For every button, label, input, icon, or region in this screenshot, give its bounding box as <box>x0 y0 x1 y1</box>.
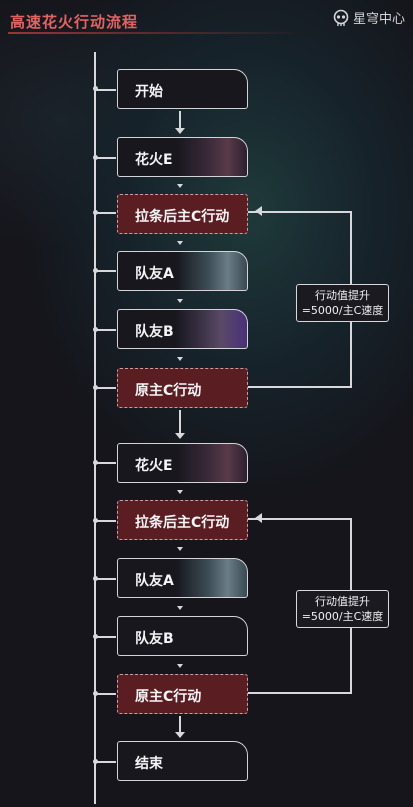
node-ally-b[interactable]: 队友B <box>117 309 248 349</box>
node-main-c-original[interactable]: 原主C行动 <box>117 368 248 408</box>
node-sparkle-e[interactable]: 花火E <box>117 443 248 483</box>
node-label: 队友A <box>135 573 174 589</box>
timeline-connector <box>96 578 116 580</box>
node-label: 花火E <box>135 152 173 168</box>
timeline-connector <box>96 387 116 389</box>
node-label: 花火E <box>135 458 173 474</box>
arrow-shaft <box>179 716 181 733</box>
arrow-shaft <box>179 111 181 129</box>
node-label: 队友B <box>135 631 174 647</box>
node-label: 拉条后主C行动 <box>135 515 230 531</box>
timeline-tick <box>93 518 98 523</box>
loop-annotation: 行动值提升 =5000/主C速度 <box>296 284 389 322</box>
timeline-connector <box>96 636 116 638</box>
loop-arrow-head-icon <box>255 513 262 523</box>
node-label: 结束 <box>135 756 163 772</box>
node-ally-a[interactable]: 队友A <box>117 558 248 598</box>
small-arrow-icon <box>177 241 183 245</box>
timeline-tick <box>93 268 98 273</box>
timeline-tick <box>93 576 98 581</box>
page-title: 高速花火行动流程 <box>10 13 139 31</box>
node-end[interactable]: 结束 <box>117 741 248 781</box>
timeline-tick <box>93 385 98 390</box>
small-arrow-icon <box>177 664 183 668</box>
node-label: 队友B <box>135 324 174 340</box>
small-arrow-icon <box>177 299 183 303</box>
timeline-connector <box>96 212 116 214</box>
timeline-connector <box>96 761 116 763</box>
timeline-connector <box>96 462 116 464</box>
timeline-connector <box>96 520 116 522</box>
loop-annotation-line2: =5000/主C速度 <box>301 610 384 623</box>
timeline-spine <box>94 52 96 804</box>
title-underline <box>8 32 308 34</box>
timeline-connector <box>96 157 116 159</box>
node-main-c-original[interactable]: 原主C行动 <box>117 674 248 714</box>
loop-arrow-head-icon <box>255 206 262 216</box>
node-label: 队友A <box>135 266 174 282</box>
node-main-c-pulled[interactable]: 拉条后主C行动 <box>117 194 248 234</box>
node-main-c-pulled[interactable]: 拉条后主C行动 <box>117 500 248 540</box>
node-ally-a[interactable]: 队友A <box>117 251 248 291</box>
loop-annotation-line1: 行动值提升 <box>315 289 370 302</box>
timeline-connector <box>96 329 116 331</box>
node-label: 开始 <box>135 84 163 100</box>
small-arrow-icon <box>177 357 183 361</box>
skull-logo-icon <box>333 9 349 26</box>
timeline-tick <box>93 86 98 91</box>
loop-annotation: 行动值提升 =5000/主C速度 <box>296 590 389 628</box>
arrow-head-icon <box>175 433 185 439</box>
logo-text: 星穹中心 <box>352 12 405 27</box>
timeline-tick <box>93 327 98 332</box>
timeline-connector <box>96 693 116 695</box>
timeline-tick <box>93 691 98 696</box>
timeline-tick <box>93 634 98 639</box>
timeline-tick <box>93 759 98 764</box>
node-label: 原主C行动 <box>135 689 202 705</box>
node-ally-b[interactable]: 队友B <box>117 616 248 656</box>
small-arrow-icon <box>177 490 183 494</box>
arrow-head-icon <box>175 128 185 134</box>
timeline-tick <box>93 460 98 465</box>
arrow-shaft <box>179 410 181 434</box>
loop-annotation-line1: 行动值提升 <box>315 595 370 608</box>
node-label: 拉条后主C行动 <box>135 209 230 225</box>
small-arrow-icon <box>177 606 183 610</box>
small-arrow-icon <box>177 184 183 188</box>
loop-annotation-line2: =5000/主C速度 <box>301 304 384 317</box>
timeline-tick <box>93 210 98 215</box>
arrow-head-icon <box>175 732 185 738</box>
node-label: 原主C行动 <box>135 383 202 399</box>
node-start[interactable]: 开始 <box>117 69 248 109</box>
header: 高速花火行动流程 星穹中心 <box>0 0 413 36</box>
timeline-tick <box>93 155 98 160</box>
timeline-connector <box>96 270 116 272</box>
small-arrow-icon <box>177 547 183 551</box>
logo: 星穹中心 <box>332 8 405 27</box>
node-sparkle-e[interactable]: 花火E <box>117 137 248 177</box>
timeline-connector <box>96 89 116 91</box>
